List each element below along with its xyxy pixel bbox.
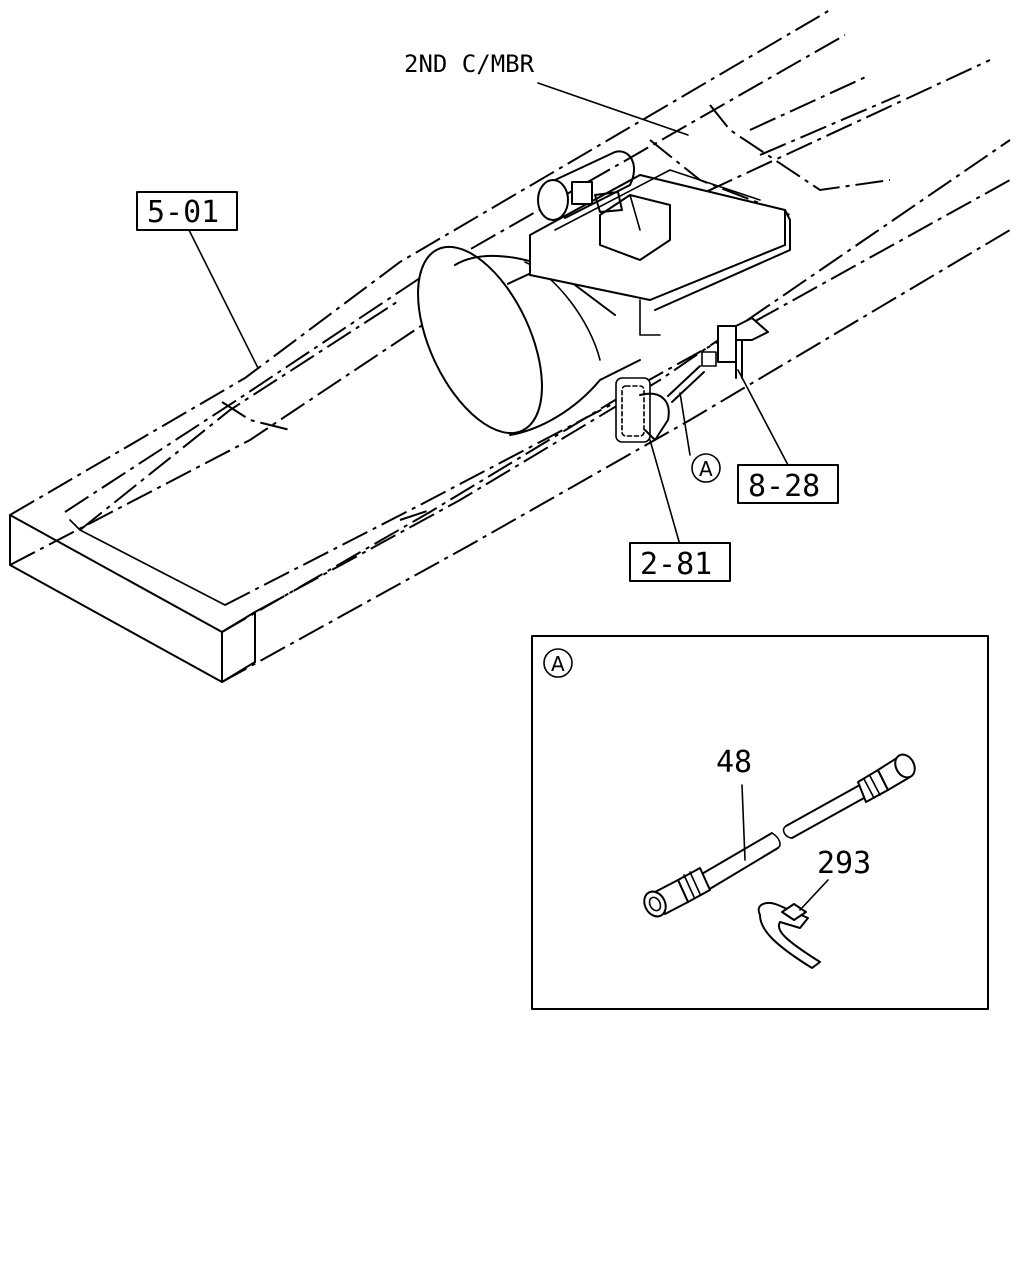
part-2-81-callout-box: 2-81 — [629, 542, 731, 582]
part-8-28-callout-box: 8-28 — [737, 464, 839, 504]
detail-a-reference: A — [691, 453, 721, 483]
chassis-frame — [9, 9, 1011, 683]
hose-part-label: 48 — [716, 745, 752, 780]
part-8-28-switch — [667, 317, 769, 403]
detail-a-reference-label: A — [699, 457, 713, 481]
clip-part-label: 293 — [817, 846, 871, 881]
frame-callout-label: 5-01 — [147, 195, 219, 230]
cross-member-label: 2ND C/MBR — [404, 50, 535, 78]
hose-assembly-48 — [643, 753, 916, 918]
detail-view-marker: A — [551, 652, 565, 676]
detail-view-a: A — [531, 635, 989, 1010]
frame-callout-box: 5-01 — [136, 191, 238, 231]
transmission-assembly — [417, 150, 791, 436]
clip-293 — [757, 902, 821, 969]
part-8-28-callout-label: 8-28 — [748, 469, 820, 504]
leader-lines — [187, 82, 789, 546]
part-2-81-bracket — [615, 377, 670, 443]
part-2-81-callout-label: 2-81 — [640, 547, 712, 582]
